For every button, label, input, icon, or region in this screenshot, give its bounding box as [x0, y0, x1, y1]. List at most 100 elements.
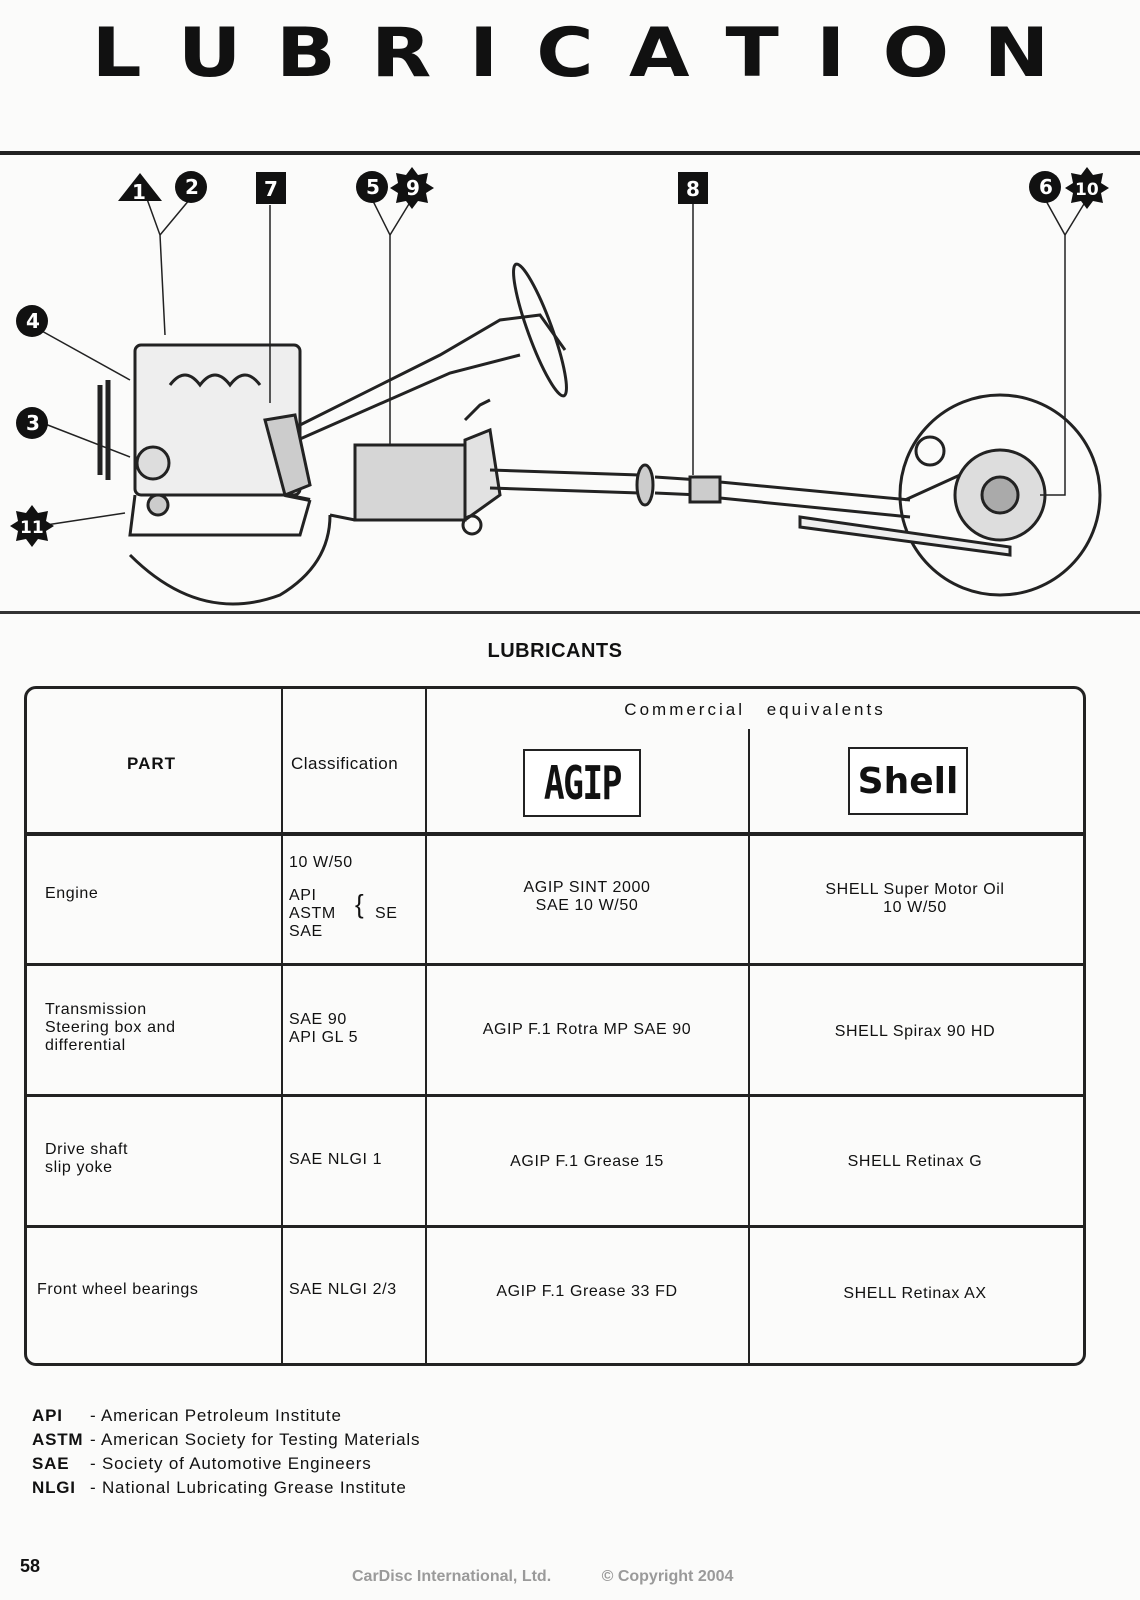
callout-7: 7	[256, 172, 286, 204]
drivetrain-diagram: 1 2 7 5 9 8 6 10 4 3 11	[10, 167, 1109, 606]
title-letter: I	[816, 13, 846, 93]
part-transmission-line1: Transmission	[45, 1001, 147, 1018]
svg-text:5: 5	[366, 175, 380, 199]
header-part: PART	[127, 754, 177, 773]
agip-engine-line1: AGIP SINT 2000	[523, 879, 651, 896]
legend-item: SAE - Society of Automotive Engineers	[32, 1452, 420, 1476]
legend-abbr: API	[32, 1406, 63, 1425]
legend-abbr: NLGI	[32, 1478, 76, 1497]
shell-transmission: SHELL Spirax 90 HD	[834, 1023, 996, 1040]
callout-11: 11	[10, 505, 54, 547]
legend-text: - National Lubricating Grease Institute	[90, 1478, 407, 1497]
class-transmission-line2: API GL 5	[289, 1029, 359, 1046]
legend-text: - American Petroleum Institute	[90, 1406, 342, 1425]
shell-front-wheel-bearings: SHELL Retinax AX	[843, 1285, 987, 1302]
class-driveshaft: SAE NLGI 1	[289, 1151, 383, 1168]
part-driveshaft-line1: Drive shaft	[45, 1141, 129, 1158]
footer-copyright: © Copyright 2004	[601, 1568, 734, 1585]
column-divider	[425, 689, 427, 1363]
part-engine: Engine	[45, 885, 99, 902]
agip-front-wheel-bearings: AGIP F.1 Grease 33 FD	[496, 1283, 678, 1300]
header-classification: Classification	[291, 754, 399, 773]
title-letter: A	[628, 13, 690, 93]
legend-abbr: ASTM	[32, 1430, 84, 1449]
svg-text:2: 2	[185, 175, 199, 199]
title-letter: T	[725, 13, 779, 93]
svg-text:4: 4	[26, 309, 40, 333]
agip-engine-line2: SAE 10 W/50	[535, 897, 639, 914]
legend-item: NLGI - National Lubricating Grease Insti…	[32, 1476, 420, 1500]
footer-company: CarDisc International, Ltd.	[352, 1568, 552, 1585]
footer: CarDisc International, Ltd. © Copyright …	[352, 1568, 733, 1586]
shell-engine-line1: SHELL Super Motor Oil	[825, 881, 1005, 898]
callout-4: 4	[16, 305, 48, 337]
class-engine-astm: ASTM	[289, 905, 336, 922]
diagram-divider	[0, 611, 1140, 614]
svg-text:6: 6	[1039, 175, 1053, 199]
part-transmission-line2: Steering box and	[45, 1019, 176, 1036]
svg-text:11: 11	[20, 518, 44, 538]
title-letter: L	[91, 13, 142, 93]
title-letter: R	[371, 13, 432, 93]
title-letter: U	[177, 13, 241, 93]
row-divider	[27, 832, 1083, 836]
lubricants-table: PART Classification Commercial equivalen…	[24, 686, 1086, 1366]
steering-wheel	[512, 262, 568, 398]
svg-text:1: 1	[132, 180, 146, 204]
callout-2: 2	[175, 171, 207, 203]
part-driveshaft-line2: slip yoke	[45, 1159, 113, 1176]
legend-item: ASTM - American Society for Testing Mate…	[32, 1428, 420, 1452]
class-engine-api: API	[289, 887, 317, 904]
title-letter: I	[469, 13, 499, 93]
front-wheel	[128, 514, 332, 606]
class-front-wheel-bearings: SAE NLGI 2/3	[289, 1281, 397, 1298]
page-title: L U B R I C A T I O N	[92, 14, 1049, 93]
propeller-shaft	[489, 468, 641, 495]
part-front-wheel-bearings: Front wheel bearings	[37, 1281, 199, 1298]
gearbox	[353, 443, 467, 522]
legend-item: API - American Petroleum Institute	[32, 1404, 420, 1428]
shell-logo: Shell	[848, 747, 968, 815]
row-divider	[27, 1094, 1083, 1097]
legend-abbr: SAE	[32, 1454, 70, 1473]
column-divider	[281, 689, 283, 1363]
class-engine-se: SE	[375, 905, 398, 922]
svg-text:10: 10	[1075, 180, 1099, 200]
legend-text: - Society of Automotive Engineers	[90, 1454, 372, 1473]
part-transmission-line3: differential	[45, 1037, 126, 1054]
class-engine-sae: SAE	[289, 923, 323, 940]
column-divider	[748, 729, 750, 1363]
callout-5: 5	[356, 171, 388, 203]
svg-text:8: 8	[686, 177, 700, 201]
agip-driveshaft: AGIP F.1 Grease 15	[510, 1153, 664, 1170]
class-transmission-line1: SAE 90	[289, 1011, 347, 1028]
title-letter: N	[983, 13, 1050, 93]
top-divider	[0, 151, 1140, 155]
callout-1: 1	[118, 173, 162, 204]
shell-driveshaft: SHELL Retinax G	[847, 1153, 983, 1170]
row-divider	[27, 963, 1083, 966]
brace: {	[355, 889, 364, 919]
shell-logo-text: Shell	[857, 760, 959, 802]
svg-text:9: 9	[406, 176, 420, 200]
title-letter: C	[535, 13, 594, 93]
callout-3: 3	[16, 407, 48, 439]
agip-logo-text: AGIP	[543, 756, 622, 810]
svg-text:3: 3	[26, 411, 40, 435]
lubricants-heading: LUBRICANTS	[487, 640, 623, 662]
shell-engine-line2: 10 W/50	[883, 899, 947, 916]
rear-wheel	[898, 393, 1102, 597]
header-commercial-equivalents: Commercial equivalents	[624, 700, 886, 719]
svg-text:7: 7	[264, 177, 278, 201]
callout-6: 6	[1029, 171, 1061, 203]
title-letter: B	[276, 13, 336, 93]
page-number: 58	[20, 1556, 41, 1576]
title-letter: O	[882, 13, 950, 93]
row-divider	[27, 1225, 1083, 1228]
abbreviation-legend: API - American Petroleum Institute ASTM …	[32, 1404, 420, 1500]
callout-8: 8	[678, 172, 708, 204]
agip-logo: AGIP	[523, 749, 641, 817]
class-engine-viscosity: 10 W/50	[289, 854, 353, 871]
legend-text: - American Society for Testing Materials	[90, 1430, 421, 1449]
callout-10: 10	[1065, 167, 1109, 209]
